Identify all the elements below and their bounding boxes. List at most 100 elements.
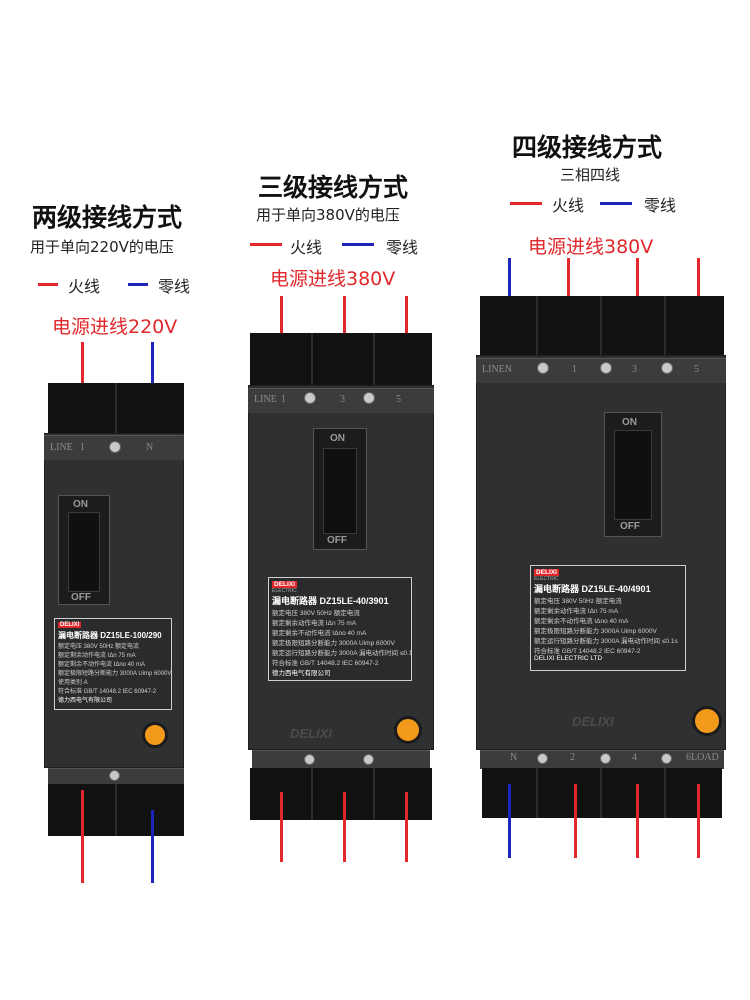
brand-logo: DELIXI (572, 714, 614, 729)
terminal-label-3: 3 (340, 394, 345, 405)
spec-row: 额定极限短路分断能力 3000A Uimp 6000V (272, 640, 395, 647)
two-pole-title: 两级接线方式 (32, 203, 183, 232)
terminal-divider (373, 768, 375, 820)
spec-row: 额定电压 380V 50Hz 额定电流 (58, 644, 140, 650)
live-wire-in-5 (405, 296, 408, 366)
spec-row: 额定电压 380V 50Hz 额定电流 (272, 610, 360, 617)
live-wire-in-1 (280, 296, 283, 366)
test-button[interactable] (142, 722, 168, 748)
terminal-divider (536, 768, 538, 818)
maker: 德力西电气有限公司 (272, 670, 331, 677)
neutral-legend-line (128, 283, 148, 286)
switch-lever[interactable] (614, 430, 652, 520)
terminal-divider (600, 768, 602, 818)
terminal-label-bar (248, 388, 434, 413)
nameplate: DELIXI ELECTRIC 漏电断路器 DZ15LE-40/3901 额定电… (268, 577, 412, 681)
neutral-legend-label: 零线 (644, 196, 677, 215)
live-legend-line (510, 202, 542, 205)
four-pole-subtitle: 三相四线 (560, 166, 621, 184)
spec-row: 额定剩余不动作电流 IΔno 40 mA (272, 630, 367, 637)
live-wire-out-2 (574, 784, 577, 858)
terminal-divider (664, 768, 666, 818)
on-label: ON (73, 499, 88, 510)
four-pole-title: 四级接线方式 (512, 133, 663, 162)
screw-icon (600, 362, 612, 374)
three-pole-subtitle: 用于单向380V的电压 (256, 206, 400, 224)
terminal-label-1: 1 (80, 442, 85, 453)
live-wire-in-1 (567, 258, 570, 332)
terminal-label-2: 2 (570, 752, 575, 763)
terminal-label-3: 3 (632, 364, 637, 375)
screw-icon (661, 753, 672, 764)
live-wire-out-2 (280, 792, 283, 862)
nameplate: DELIXI ELECTRIC 漏电断路器 DZ15LE-40/4901 额定电… (530, 565, 686, 671)
live-wire-out-4 (343, 792, 346, 862)
neutral-wire-in (151, 342, 154, 412)
screw-icon (661, 362, 673, 374)
live-legend-line (38, 283, 58, 286)
terminal-divider (536, 296, 538, 358)
terminal-label-5: 5 (396, 394, 401, 405)
terminal-divider (311, 768, 313, 820)
top-terminal-block (480, 296, 724, 358)
terminal-label-n: N (146, 442, 154, 453)
spec-row: 额定剩余动作电流 IΔn 75 mA (534, 608, 619, 615)
screw-icon (363, 392, 375, 404)
top-terminal-block (250, 333, 432, 388)
product-name: 漏电断路器 (58, 631, 98, 640)
terminal-label-line: LINE (50, 442, 73, 453)
four-pole-input-label: 电源进线380V (528, 236, 654, 258)
neutral-legend-label: 零线 (158, 277, 191, 296)
live-legend-label: 火线 (552, 196, 585, 215)
spec-row: 额定剩余不动作电流 IΔno 40 mA (534, 618, 629, 625)
test-button[interactable] (394, 716, 422, 744)
spec-row: 额定运行短路分断能力 3000A 漏电动作时间 ≤0.1s (272, 650, 412, 657)
spec-row: 额定剩余动作电流 IΔn 75 mA (58, 653, 136, 659)
switch-lever[interactable] (323, 448, 357, 534)
live-wire-in (81, 342, 84, 412)
four-pole-breaker (476, 355, 726, 750)
neutral-legend-label: 零线 (386, 238, 419, 257)
screw-icon (600, 753, 611, 764)
switch-lever[interactable] (68, 512, 100, 592)
logo: DELIXI (58, 622, 82, 628)
live-wire-out (81, 790, 84, 883)
on-label: ON (622, 417, 637, 428)
neutral-legend-line (342, 243, 374, 246)
three-pole-input-label: 电源进线380V (270, 268, 396, 290)
live-legend-line (250, 243, 282, 246)
spec-row: 使用类别 A (58, 680, 88, 686)
spec-row: 额定剩余不动作电流 IΔno 40 mA (58, 662, 146, 668)
spec-row: 额定运行短路分断能力 3000A 漏电动作时间 ≤0.1s (534, 638, 678, 645)
spec-row: 符合标准 GB/T 14048.2 IEC 60947-2 (58, 689, 157, 695)
neutral-legend-line (600, 202, 632, 205)
live-wire-in-3 (636, 258, 639, 332)
live-wire-in-5 (697, 258, 700, 332)
logo-sub: ELECTRIC (272, 588, 297, 594)
live-legend-label: 火线 (68, 277, 101, 296)
logo-sub: ELECTRIC (534, 576, 559, 582)
off-label: OFF (327, 535, 347, 546)
terminal-divider (115, 383, 117, 435)
bottom-label-bar (252, 750, 430, 769)
terminal-label-linen: LINEN (482, 364, 512, 375)
screw-icon (109, 770, 120, 781)
two-pole-subtitle: 用于单向220V的电压 (30, 238, 174, 256)
terminal-divider (373, 333, 375, 388)
product-name: 漏电断路器 (534, 584, 580, 594)
live-wire-out-4 (636, 784, 639, 858)
live-wire-out-6 (405, 792, 408, 862)
logo: DELIXI (272, 581, 297, 588)
spec-row: 符合标准 GB/T 14048.2 IEC 60947-2 (272, 660, 379, 667)
spec-row: 符合标准 GB/T 14048.2 IEC 60947-2 (534, 648, 641, 655)
screw-icon (363, 754, 374, 765)
logo: DELIXI (534, 569, 559, 576)
terminal-label-n: N (510, 752, 518, 763)
test-button[interactable] (692, 706, 722, 736)
terminal-label-1: 1 (281, 394, 286, 405)
live-legend-label: 火线 (290, 238, 323, 257)
brand-logo: DELIXI (290, 726, 332, 741)
terminal-divider (600, 296, 602, 358)
screw-icon (537, 362, 549, 374)
spec-row: 额定极限短路分断能力 3000A Uimp 6000V (534, 628, 657, 635)
